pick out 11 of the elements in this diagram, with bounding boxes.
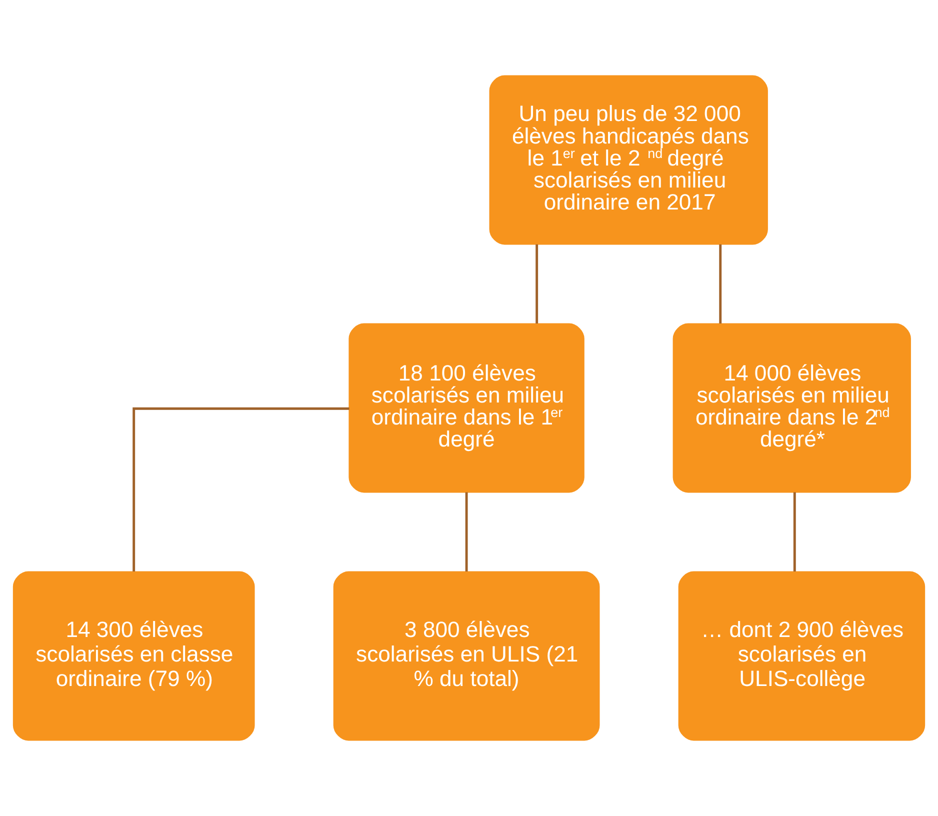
node-box: Un peu plus de 32 000 élèves handicapés dans le 1$^{er}$ et le 2$^{nd}$ degré scolarisés en milieu ordinaire en 2017	[489, 75, 768, 245]
connector	[465, 492, 468, 572]
node-box: 14 000 élèves scolarisés en milieu ordinaire dans le 2$^{nd}$ degré*	[672, 323, 911, 493]
node-box: … dont 2 900 élèves scolarisés en ULIS-collège	[678, 571, 926, 741]
connector	[719, 244, 722, 324]
connector	[793, 492, 796, 572]
node-box: 18 100 élèves scolarisés en milieu ordinaire dans le 1$^{er}$ degré	[348, 323, 584, 493]
node-box: 3 800 élèves scolarisés en ULIS (21 % du total)	[333, 571, 600, 741]
connector	[536, 244, 538, 324]
node-box: 14 300 élèves scolarisés en classe ordinaire (79 %)	[12, 571, 255, 741]
connector	[132, 407, 350, 572]
